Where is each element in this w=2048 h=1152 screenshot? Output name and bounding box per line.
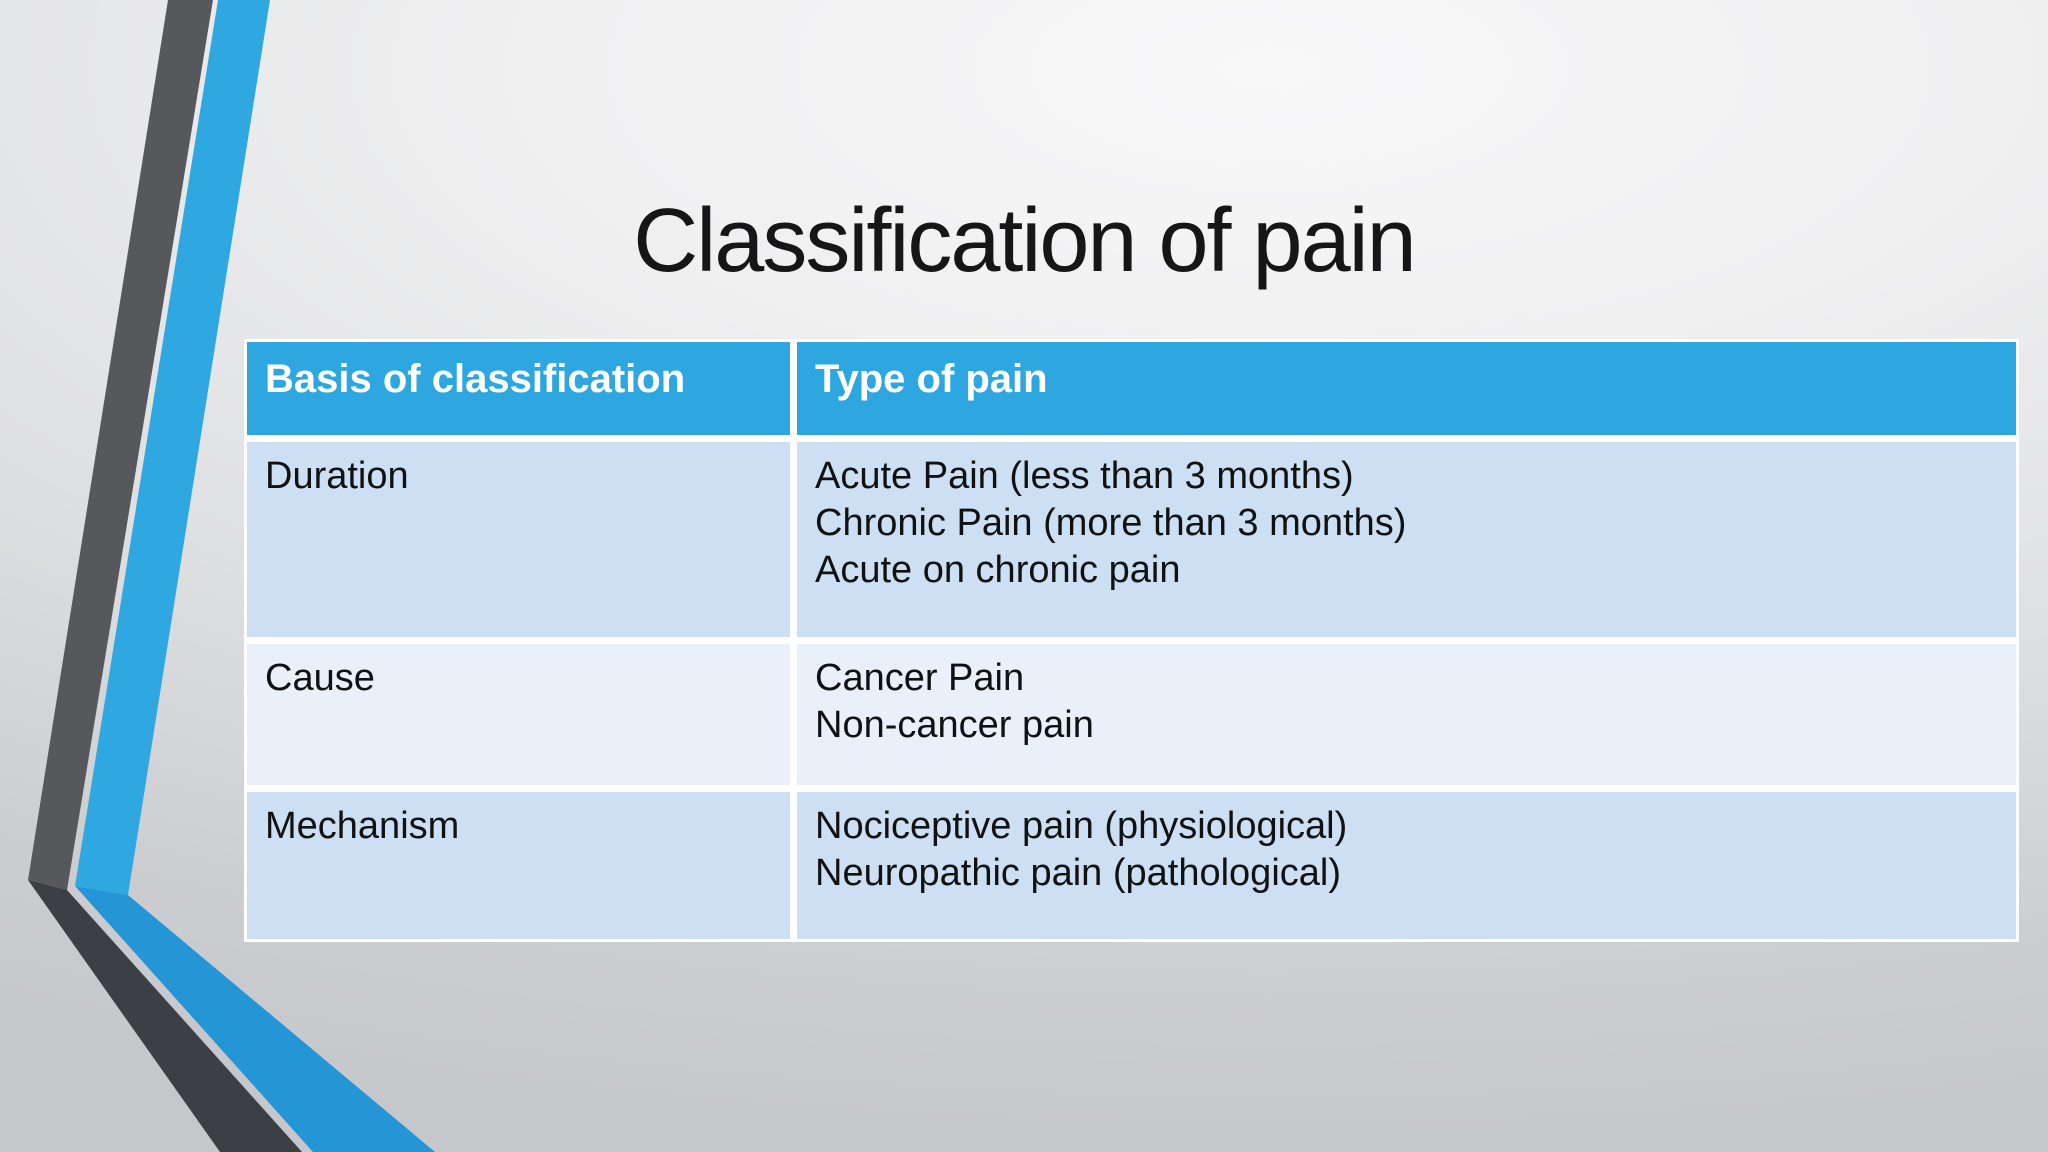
table-row-cause-basis-cell: Cause [247,644,790,785]
table-row-cause-types-cell: Cancer Pain Non-cancer pain [797,644,2016,785]
type-line-chronic-pain: Chronic Pain (more than 3 months) [815,502,1407,544]
table-row-duration-types-cell: Acute Pain (less than 3 months) Chronic … [797,442,2016,637]
pain-classification-table: Basis of classification Type of pain Dur… [244,339,2019,942]
table-row-duration-basis-cell: Duration [247,442,790,637]
type-line-non-cancer-pain: Non-cancer pain [815,704,1094,746]
type-line-cancer-pain: Cancer Pain [815,657,1025,699]
dark-ribbon-lower-segment [28,880,302,1152]
type-line-acute-on-chronic-pain: Acute on chronic pain [815,549,1181,591]
dark-ribbon-upper-segment [28,0,213,890]
table-row-mechanism-basis-cell: Mechanism [247,792,790,939]
type-line-neuropathic-pain: Neuropathic pain (pathological) [815,852,1341,894]
table-header-type-of-pain: Type of pain [797,342,2016,435]
type-line-nociceptive-pain: Nociceptive pain (physiological) [815,805,1348,847]
blue-ribbon-upper-segment [75,0,270,895]
type-line-acute-pain: Acute Pain (less than 3 months) [815,455,1354,497]
table-row-mechanism-types-cell: Nociceptive pain (physiological) Neuropa… [797,792,2016,939]
blue-ribbon-lower-segment [75,886,435,1152]
slide-title: Classification of pain [633,191,1416,291]
table-header-basis-of-classification: Basis of classification [247,342,790,435]
